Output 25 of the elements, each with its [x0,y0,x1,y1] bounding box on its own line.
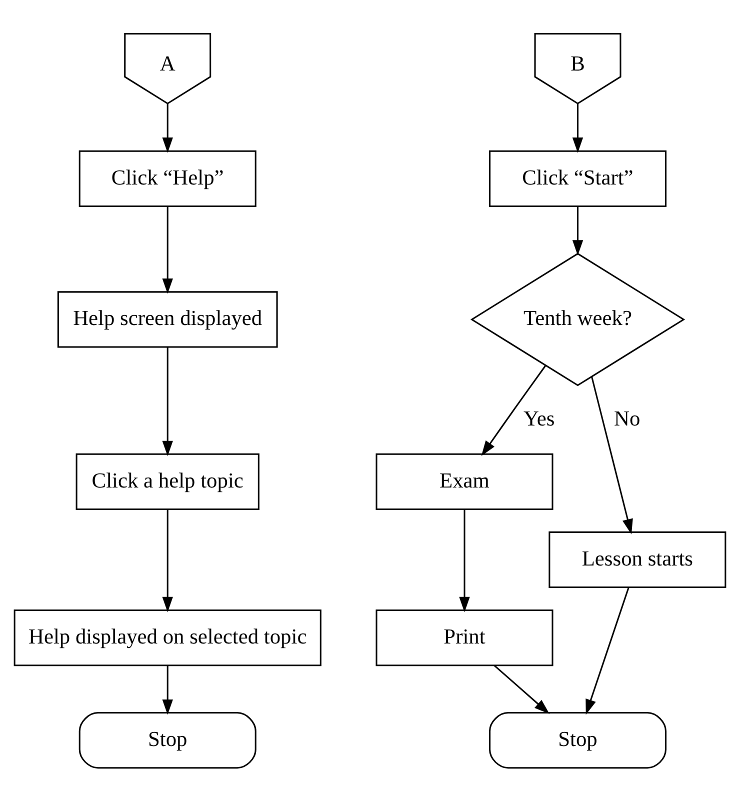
node-box: Stop [78,712,256,769]
node-box: Print [376,609,554,666]
node-box: Help displayed on selected topic [14,609,322,666]
node-box: Exam [376,453,554,510]
edge-label: No [614,406,640,430]
edge-label: Yes [524,406,555,430]
arrow [162,104,173,153]
arrow [162,206,173,294]
arrow [494,664,550,714]
node-box: Click “Help” [78,150,256,207]
arrow [162,510,173,612]
node-box: Click a help topic [76,453,260,510]
arrow [572,206,584,256]
node-diamond: Tenth week? [470,252,686,386]
arrow [572,104,584,153]
arrow [591,376,633,534]
arrow [586,587,630,715]
node-box: Help screen displayed [57,291,278,348]
arrow [459,510,470,612]
node-box: Stop [488,712,666,769]
arrow [162,665,173,715]
arrow [481,365,546,456]
arrow [162,347,173,456]
node-box: Click “Start” [488,150,666,207]
node-box: Lesson starts [548,531,726,588]
